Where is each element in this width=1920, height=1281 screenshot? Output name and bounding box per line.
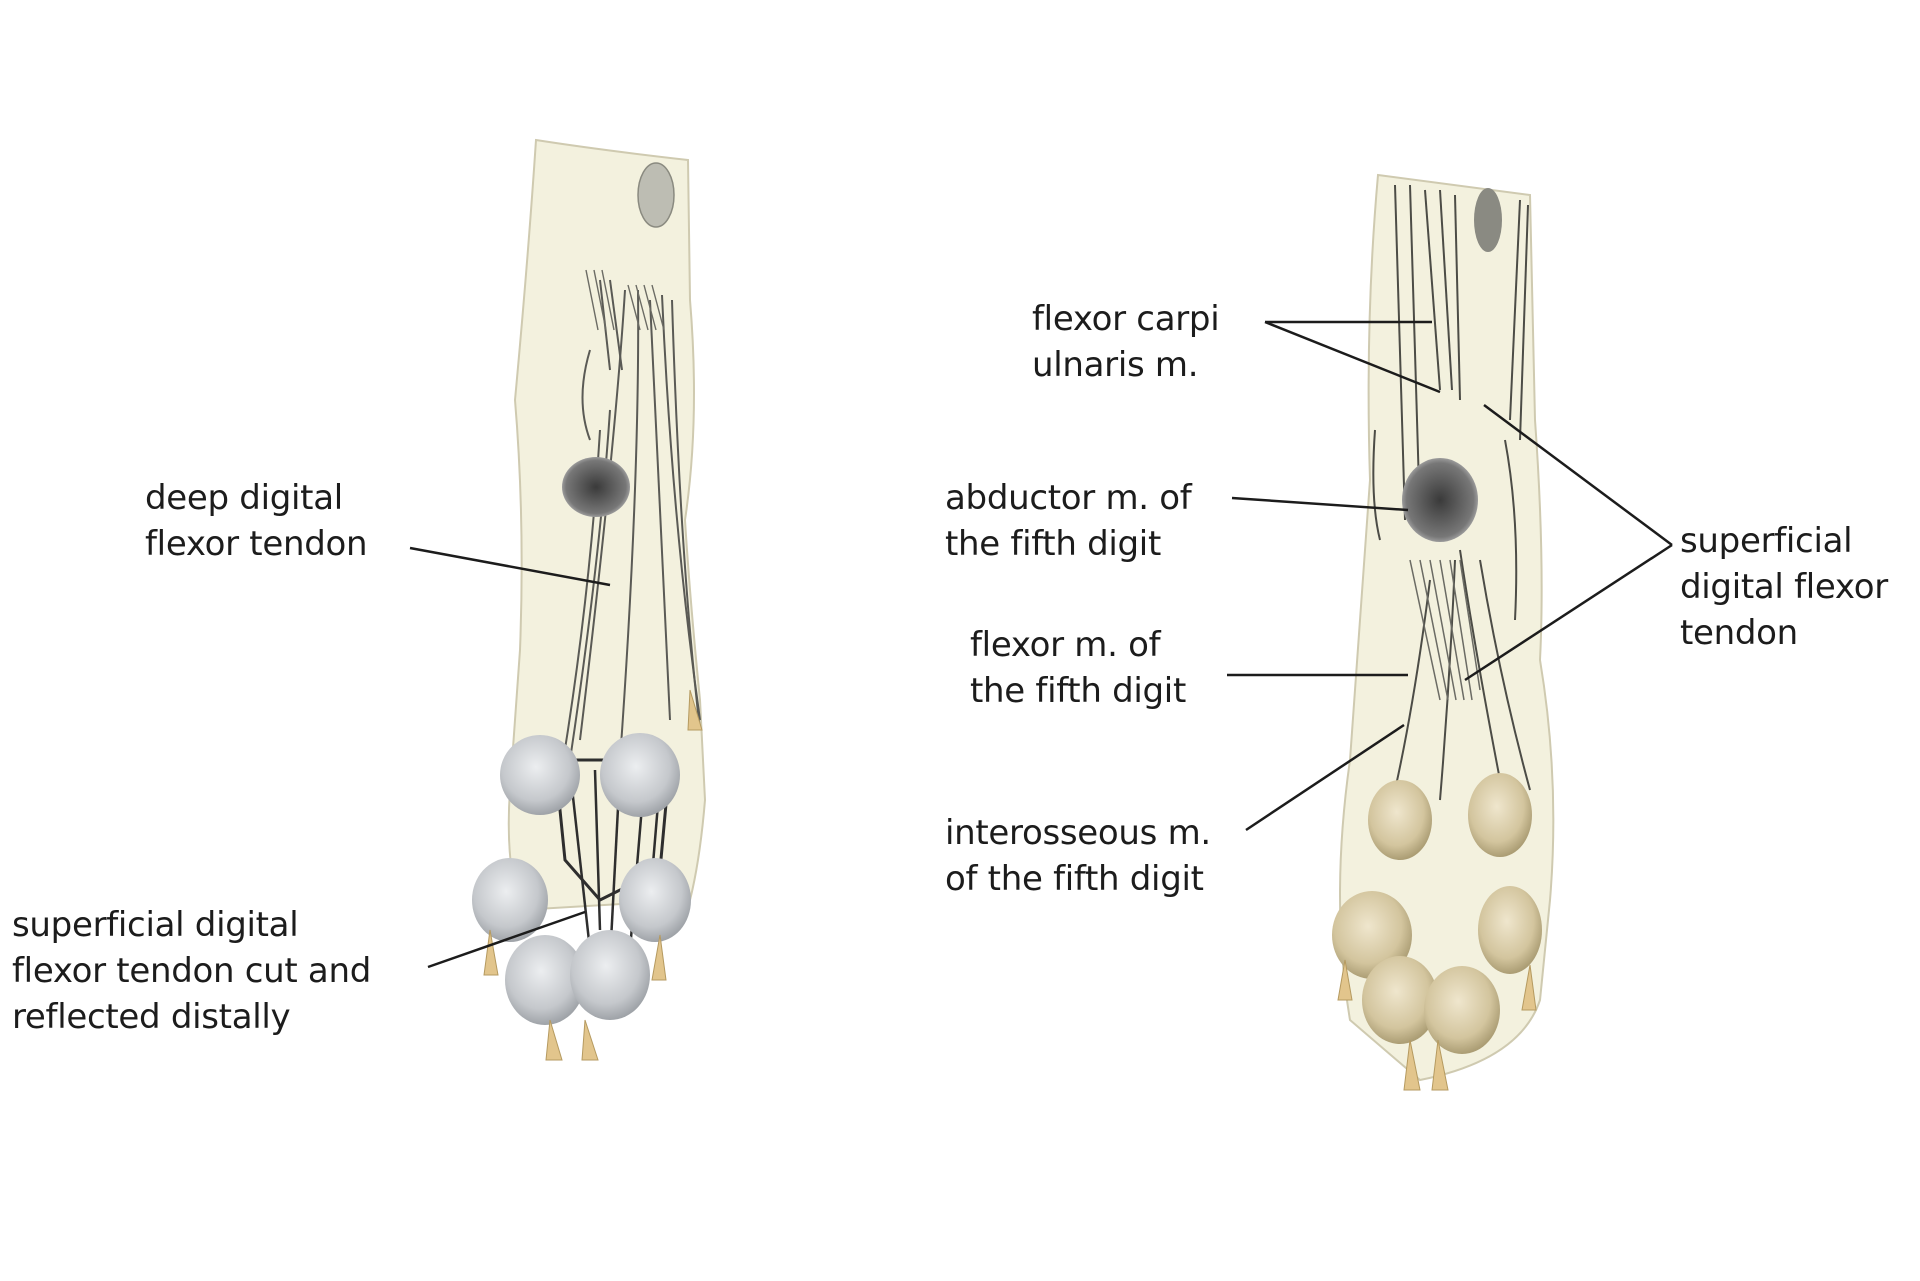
label-line: superficial xyxy=(1680,521,1853,561)
right-abductor-muscle xyxy=(1402,458,1478,542)
label-line: digital flexor xyxy=(1680,567,1888,607)
label-line: deep digital xyxy=(145,478,343,518)
leader-superficial-a xyxy=(1483,403,1673,547)
left-accessory-carpal xyxy=(637,162,675,228)
leader-lines xyxy=(409,320,1673,969)
label-interosseous-fifth-digit: interosseous m. of the fifth digit xyxy=(945,810,1211,902)
label-superficial-flexor-cut: superficial digital flexor tendon cut an… xyxy=(12,902,371,1040)
leader-flexor-carpi-b xyxy=(1264,320,1441,394)
right-claws xyxy=(1337,959,1537,1091)
label-line: flexor carpi xyxy=(1032,299,1220,339)
left-hatching xyxy=(585,269,665,331)
label-line: abductor m. of xyxy=(945,478,1192,518)
label-line: superficial digital xyxy=(12,905,299,945)
right-tendon-strands xyxy=(1372,184,1531,801)
label-line: the fifth digit xyxy=(945,524,1161,564)
left-digital-pads xyxy=(472,733,691,1025)
right-forepaw xyxy=(1332,173,1555,1091)
label-line: flexor tendon cut and xyxy=(12,951,371,991)
label-flexor-carpi-ulnaris: flexor carpi ulnaris m. xyxy=(1032,296,1220,388)
label-superficial-digital-flexor-tendon: superficial digital flexor tendon xyxy=(1680,518,1888,656)
label-line: flexor m. of xyxy=(970,625,1161,665)
leader-deep-digital-flexor xyxy=(409,546,611,587)
label-line: tendon xyxy=(1680,613,1798,653)
leader-superficial-b xyxy=(1464,543,1673,682)
leader-abductor xyxy=(1231,496,1409,512)
label-line: ulnaris m. xyxy=(1032,345,1199,385)
label-abductor-fifth-digit: abductor m. of the fifth digit xyxy=(945,475,1192,567)
left-deep-flexor-muscle xyxy=(562,457,630,517)
leader-superficial-cut xyxy=(427,910,586,969)
right-flexor-fifth-hatching xyxy=(1409,559,1481,701)
left-limb-outline xyxy=(507,138,707,912)
label-line: interosseous m. xyxy=(945,813,1211,853)
left-claws xyxy=(483,689,703,1061)
right-accessory-carpal xyxy=(1474,188,1502,252)
label-deep-digital-flexor-tendon: deep digital flexor tendon xyxy=(145,475,368,567)
leader-interosseous xyxy=(1245,723,1405,832)
label-line: of the fifth digit xyxy=(945,859,1204,899)
left-forepaw xyxy=(472,138,707,1061)
right-digital-pads xyxy=(1332,773,1542,1054)
label-flexor-fifth-digit: flexor m. of the fifth digit xyxy=(970,622,1186,714)
label-line: flexor tendon xyxy=(145,524,368,564)
label-line: the fifth digit xyxy=(970,671,1186,711)
label-line: reflected distally xyxy=(12,997,291,1037)
